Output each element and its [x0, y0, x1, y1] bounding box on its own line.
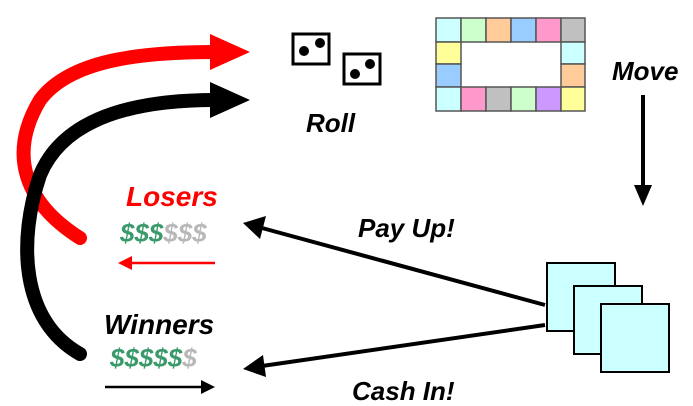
winners-money-kept: $$$$$	[110, 343, 183, 373]
losers-money-lost: $$$	[163, 218, 207, 248]
winners-money: $$$$$$	[110, 345, 197, 371]
winners-direction-arrow	[105, 380, 215, 394]
pay-up-label: Pay Up!	[358, 213, 455, 243]
losers-label: Losers	[126, 181, 218, 212]
card-stack-icon	[546, 262, 670, 373]
losers-money-kept: $$$	[120, 218, 164, 248]
die-two-icon	[291, 32, 331, 66]
pay-up-arrow	[243, 216, 546, 307]
winners-money-extra: $	[182, 343, 197, 373]
winners-to-roll-arrow	[20, 82, 250, 361]
cash-in-arrow	[243, 323, 546, 377]
cash-in-label: Cash In!	[352, 376, 455, 406]
losers-money: $$$$$$	[120, 220, 207, 246]
move-arrow	[634, 95, 652, 206]
winners-label: Winners	[104, 309, 215, 340]
losers-direction-arrow	[118, 256, 215, 270]
game-board-icon	[435, 17, 586, 112]
die-two-icon	[342, 52, 382, 86]
roll-label: Roll	[306, 108, 356, 138]
move-label: Move	[612, 56, 679, 86]
